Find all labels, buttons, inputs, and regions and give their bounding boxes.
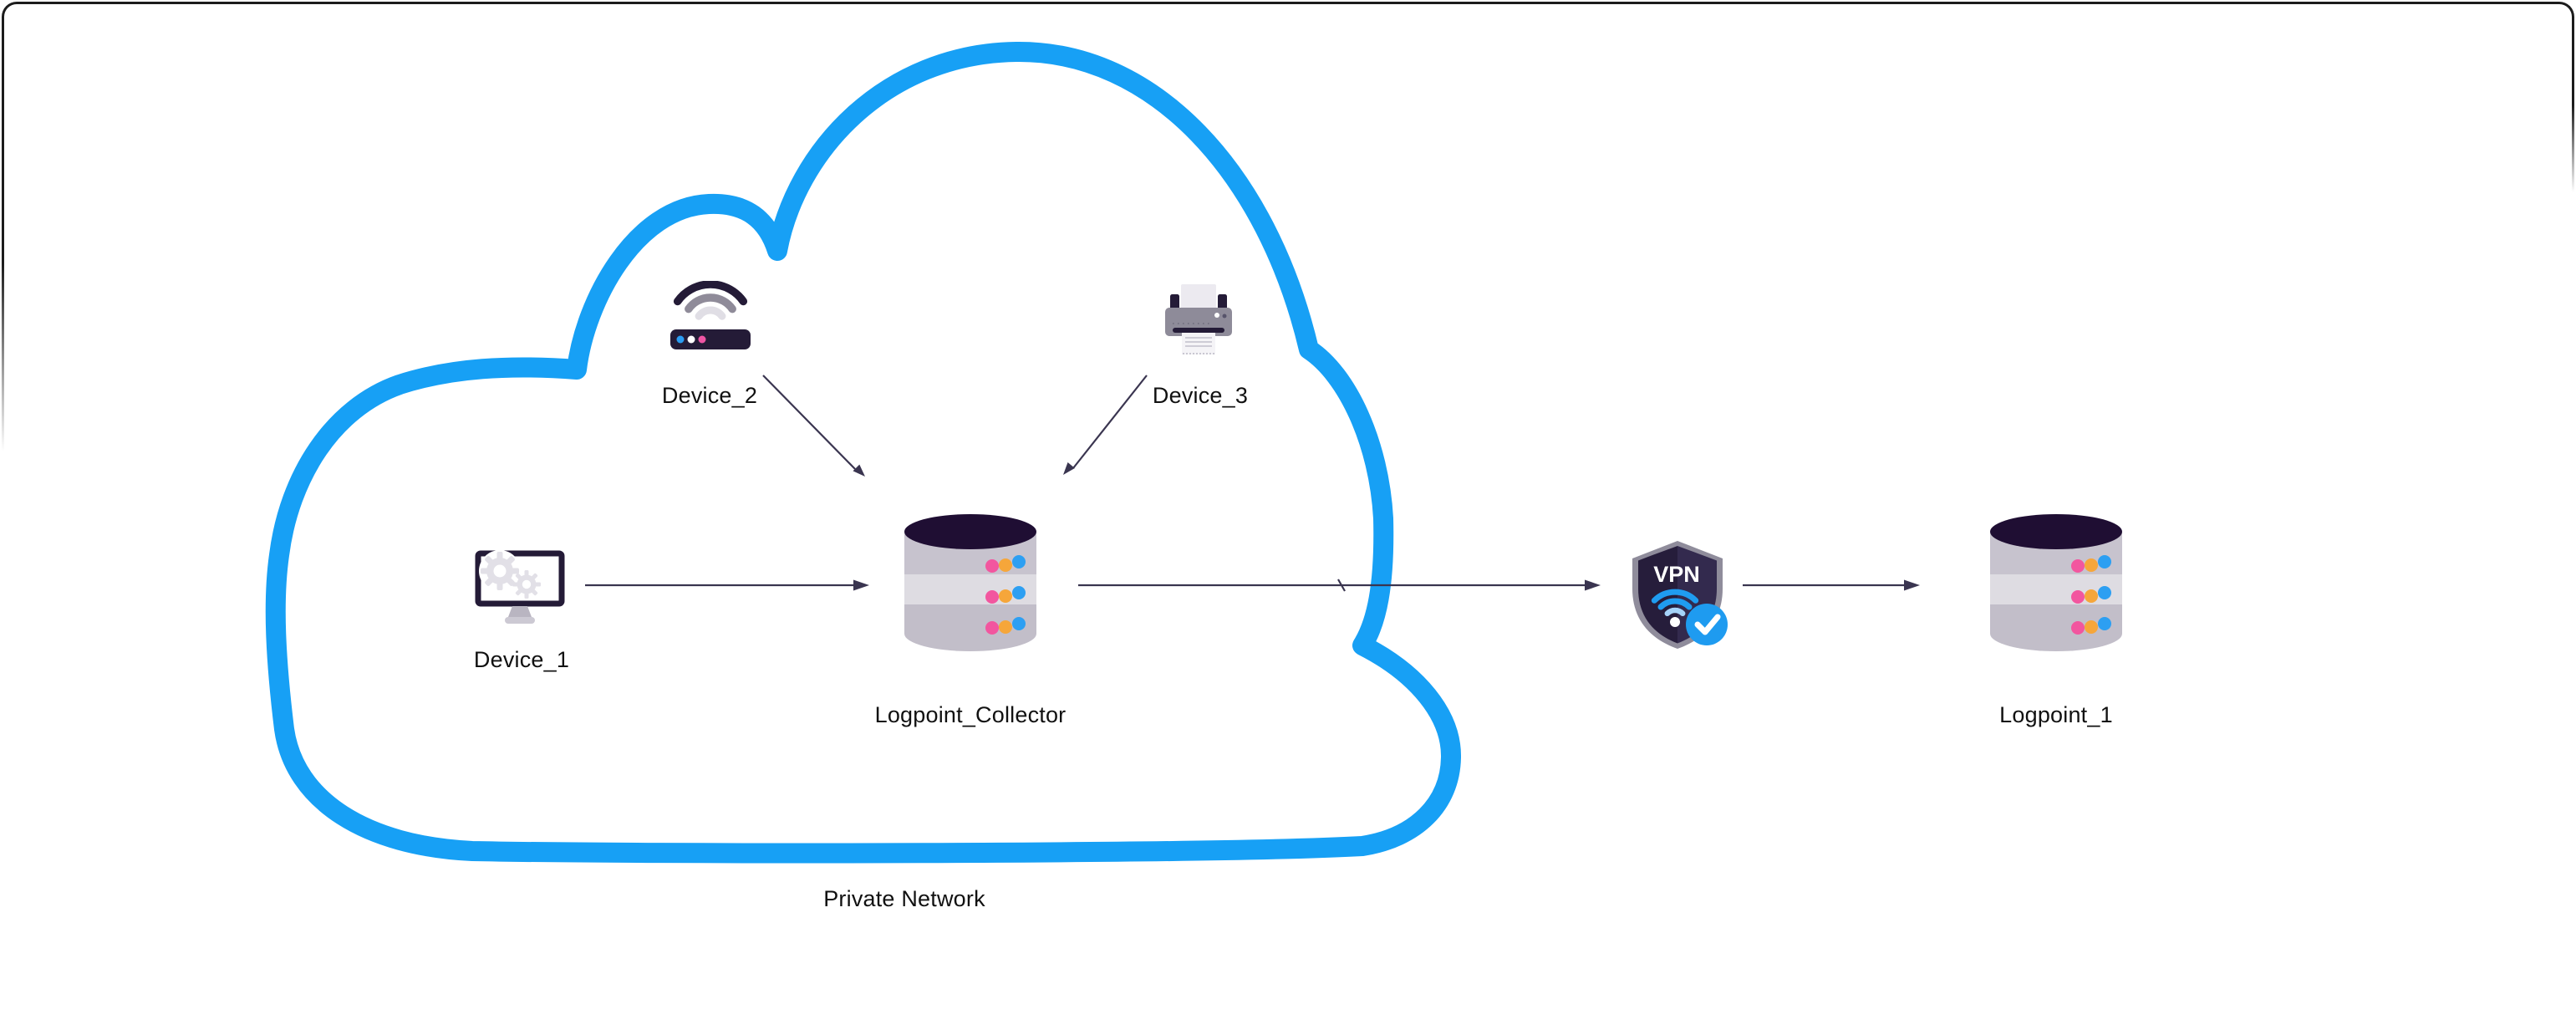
edge-device2-to-collector[interactable]	[762, 375, 865, 477]
router-led-pink	[698, 335, 706, 344]
router-led-blue	[676, 335, 685, 344]
node-label-device-3: Device_3	[1152, 383, 1249, 408]
edge-vpn-to-logpoint1[interactable]	[1743, 579, 1920, 591]
edge-device1-to-collector[interactable]	[585, 579, 869, 591]
database-status-dots	[985, 555, 1026, 635]
edge-waypoint-tick	[1337, 579, 1346, 592]
router-led-white	[687, 335, 695, 344]
database-icon[interactable]	[904, 510, 1037, 652]
database-status-dots	[2071, 555, 2111, 635]
node-label-logpoint-collector: Logpoint_Collector	[874, 702, 1067, 727]
check-icon	[1694, 614, 1721, 635]
edge-device3-to-collector[interactable]	[1063, 375, 1148, 475]
wifi-dot	[1670, 617, 1680, 627]
wireless-router-icon[interactable]	[669, 281, 752, 351]
node-label-logpoint-1: Logpoint_1	[1999, 702, 2113, 727]
vpn-shield-label: VPN	[1653, 562, 1700, 587]
private-network-label: Private Network	[823, 886, 985, 911]
printer-icon[interactable]	[1164, 283, 1233, 358]
gear-small	[512, 570, 541, 599]
database-icon[interactable]	[1989, 510, 2123, 652]
edge-collector-to-vpn[interactable]	[1078, 579, 1601, 592]
check-badge	[1686, 604, 1728, 645]
wifi-arc-inner	[1664, 607, 1686, 617]
cloud-outline[interactable]	[265, 41, 1462, 864]
node-label-device-1: Device_1	[473, 647, 570, 672]
node-label-device-2: Device_2	[661, 383, 758, 408]
wifi-arc-outer	[1651, 589, 1699, 604]
computer-gears-icon[interactable]	[473, 548, 567, 625]
wifi-arc-middle	[1657, 598, 1693, 610]
gear-large	[481, 552, 519, 590]
vpn-shield-check-icon[interactable]: VPN	[1627, 538, 1731, 650]
